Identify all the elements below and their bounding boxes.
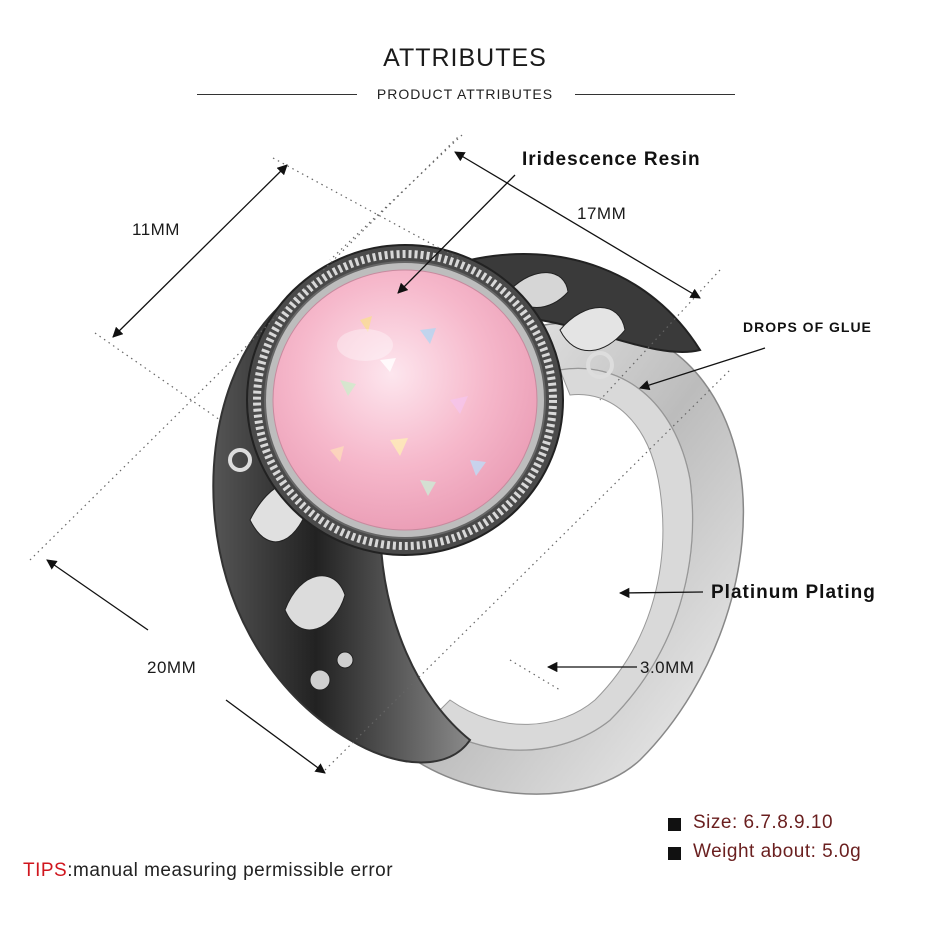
tips-text: :manual measuring permissible error [67, 860, 394, 881]
arrow-20mm-a [46, 559, 149, 631]
page-title: ATTRIBUTES [383, 44, 547, 72]
extension-lines [29, 134, 731, 771]
arrow-stone [397, 174, 516, 294]
arrow-20mm-b [225, 699, 326, 774]
dimension-arrows [46, 151, 766, 774]
spec-bullet [668, 818, 681, 831]
divider-right [575, 94, 735, 95]
spec-weight: Weight about: 5.0g [693, 841, 862, 862]
page-subtitle: PRODUCT ATTRIBUTES [376, 86, 554, 102]
opal-stone [272, 269, 538, 531]
label-iridescence-resin: Iridescence Resin [522, 149, 701, 170]
divider-left [197, 94, 357, 95]
arrow-17mm [454, 151, 701, 299]
label-11mm: 11MM [132, 220, 180, 239]
label-17mm: 17MM [577, 204, 627, 223]
spec-bullet [668, 847, 681, 860]
tips-note: TIPS:manual measuring permissible error [23, 860, 393, 882]
arrow-11mm [112, 164, 288, 338]
label-drops-of-glue: DROPS OF GLUE [743, 319, 872, 335]
tips-key: TIPS [23, 860, 68, 881]
arrow-glue [639, 347, 766, 391]
label-3mm: 3.0MM [640, 658, 695, 677]
stone-setting [246, 244, 564, 556]
spec-size: Size: 6.7.8.9.10 [693, 812, 834, 833]
arrow-plating [618, 587, 704, 599]
label-20mm: 20MM [147, 658, 197, 677]
label-platinum-plating: Platinum Plating [711, 582, 876, 603]
